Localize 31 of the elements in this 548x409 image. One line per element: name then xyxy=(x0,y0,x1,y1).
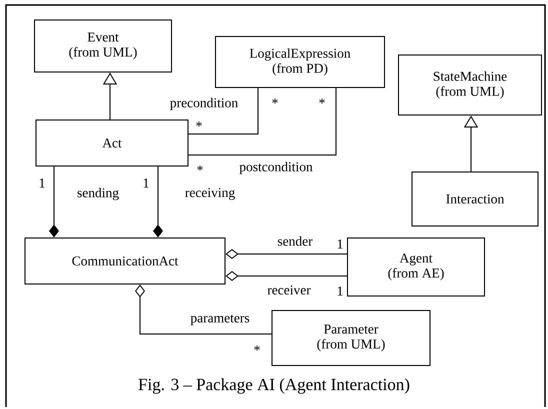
edge-label: receiver xyxy=(266,284,312,296)
edge-label: postcondition xyxy=(238,160,314,176)
aggregation-line xyxy=(153,166,163,238)
multiplicity: 1 xyxy=(338,240,343,248)
class-box: Act xyxy=(36,120,188,166)
aggregation-line xyxy=(135,284,272,334)
multiplicity: * xyxy=(196,122,202,127)
edge-label: sender xyxy=(276,235,314,247)
edge-label: receiving xyxy=(184,187,236,201)
class-box: Agent (from AE) xyxy=(347,238,485,296)
aggregation-line xyxy=(49,166,59,238)
multiplicity: 1 xyxy=(338,286,343,296)
edge-label: parameters xyxy=(189,314,251,326)
multiplicity: 1 xyxy=(40,178,45,188)
edge-label: precondition xyxy=(168,96,240,112)
class-box: Parameter (from UML) xyxy=(272,310,430,366)
edge-label: sending xyxy=(76,186,120,202)
multiplicity: * xyxy=(197,166,203,171)
class-box: LogicalExpression (from PD) xyxy=(215,36,385,88)
class-box: Interaction xyxy=(412,172,538,226)
multiplicity: * xyxy=(254,346,260,351)
multiplicity: 1 xyxy=(144,178,149,188)
class-box: Event (from UML) xyxy=(34,20,172,72)
aggregation-line xyxy=(226,249,348,259)
association-line xyxy=(188,88,258,134)
class-box: CommunicationAct xyxy=(24,238,226,284)
association-line xyxy=(188,88,336,156)
class-box: StateMachine (from UML) xyxy=(398,54,542,116)
caption: Fig. 3 – Package AI (Agent Interaction) xyxy=(138,378,410,394)
aggregation-line xyxy=(226,271,348,281)
multiplicity: * xyxy=(319,98,325,104)
